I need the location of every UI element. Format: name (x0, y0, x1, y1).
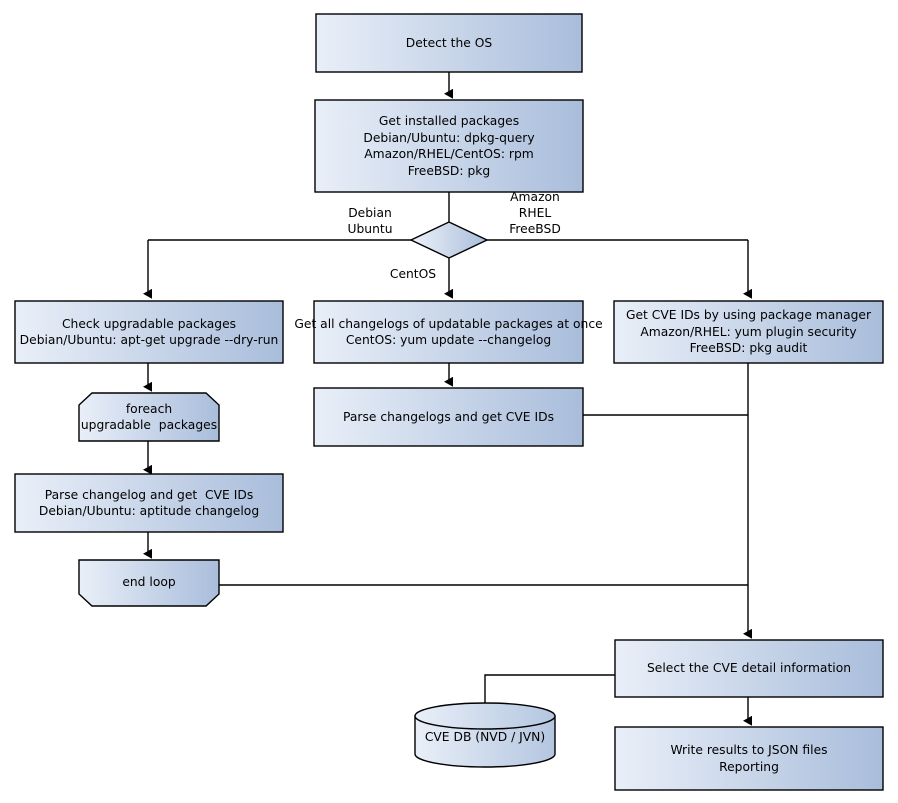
edge-label-centos: CentOS (389, 267, 437, 281)
node-get-cve-ids-pm-shape[interactable] (613, 300, 884, 364)
node-cve-db-top (414, 702, 556, 730)
node-write-results-shape[interactable] (614, 726, 884, 791)
edge-label-debian-ubuntu: Debian Ubuntu (347, 206, 393, 236)
node-end-loop-shape[interactable] (78, 559, 220, 607)
node-foreach-shape[interactable] (78, 392, 220, 442)
node-os-decision-shape[interactable] (409, 221, 489, 259)
node-get-all-changelogs-shape[interactable] (313, 300, 584, 364)
edge-label-amazon-rhel-freebsd: Amazon RHEL FreeBSD (509, 190, 561, 236)
node-parse-changelogs-shape[interactable] (313, 387, 584, 447)
node-select-cve-detail-shape[interactable] (614, 639, 884, 698)
node-check-upgradable-shape[interactable] (14, 300, 284, 364)
node-get-installed-packages-shape[interactable] (314, 99, 584, 193)
edge-select-to-cvedb (484, 674, 616, 708)
node-parse-changelog-shape[interactable] (14, 473, 284, 533)
node-detect-os-shape[interactable] (315, 13, 583, 73)
node-cve-db-body[interactable] (414, 715, 556, 768)
